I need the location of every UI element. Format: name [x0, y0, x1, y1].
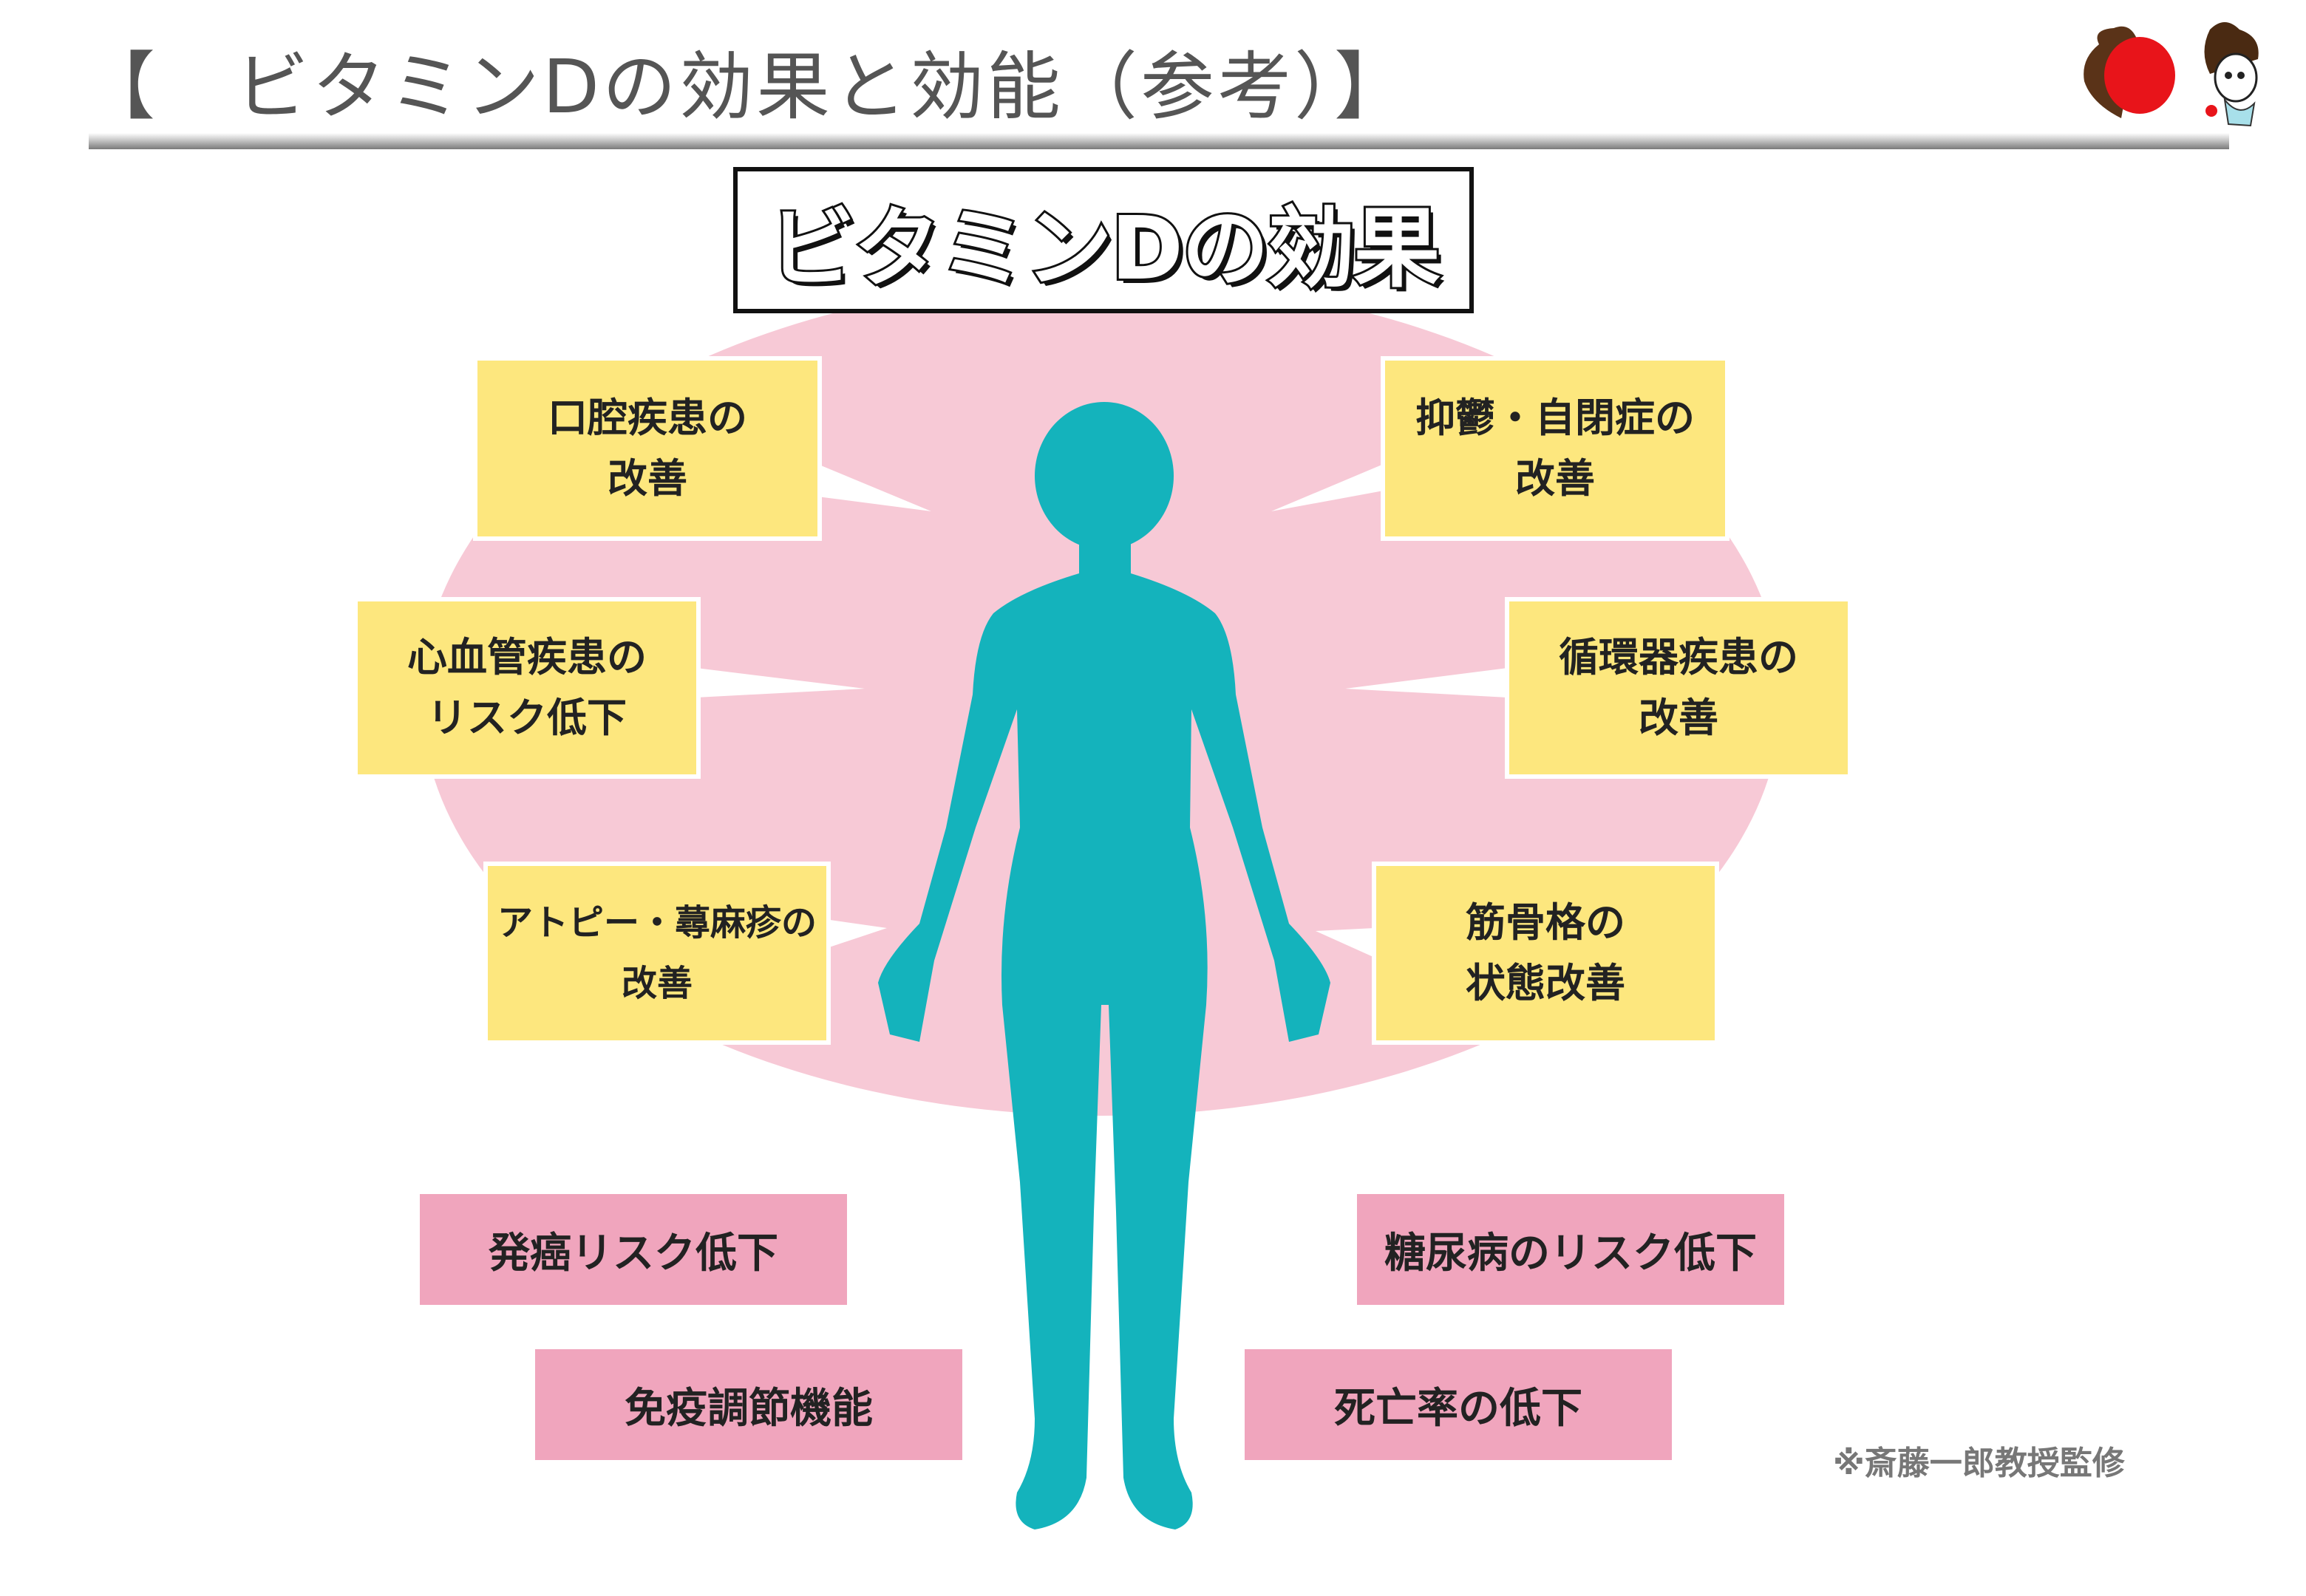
effect-line1: 筋骨格の — [1466, 899, 1625, 946]
page-title: 【 ビタミンDの効果と効能（参考）】 — [81, 44, 1412, 130]
effect-line1: 抑鬱・自閉症の — [1415, 395, 1695, 441]
benefit-immune: 免疫調節機能 — [535, 1349, 962, 1460]
effect-box-circulatory: 循環器疾患の 改善 — [1505, 597, 1852, 779]
benefit-diabetes: 糖尿病のリスク低下 — [1357, 1194, 1784, 1305]
effect-line2: 改善 — [1515, 455, 1595, 502]
benefit-mortality: 死亡率の低下 — [1245, 1349, 1672, 1460]
effect-line2: 改善 — [1639, 695, 1718, 741]
effect-line2: 改善 — [608, 455, 687, 502]
human-silhouette — [878, 402, 1330, 1530]
benefit-cancer: 発癌リスク低下 — [420, 1194, 847, 1305]
title-divider — [89, 133, 2229, 149]
supervision-note: ※斎藤一郎教授監修 — [1833, 1445, 2125, 1482]
effect-line2: 状態改善 — [1466, 960, 1625, 1006]
effect-box-atopy: アトピー・蕁麻疹の 改善 — [483, 862, 831, 1045]
effect-box-cardiovascular: 心血管疾患の リスク低下 — [353, 597, 701, 779]
effect-line1: アトピー・蕁麻疹の — [497, 902, 817, 944]
effect-line2: 改善 — [621, 963, 693, 1004]
effect-box-depression: 抑鬱・自閉症の 改善 — [1381, 356, 1730, 541]
pointer-triangles — [696, 464, 1508, 958]
red-circle-logo-icon — [2084, 26, 2175, 118]
section-heading: ビタミンDの効果 — [733, 167, 1474, 313]
effect-line1: 心血管疾患の — [407, 634, 647, 681]
effect-line1: 口腔疾患の — [548, 395, 747, 441]
effect-line1: 循環器疾患の — [1559, 634, 1798, 681]
mascot-character-icon — [2204, 22, 2259, 127]
effect-box-musculoskeletal: 筋骨格の 状態改善 — [1372, 862, 1719, 1045]
effect-box-oral: 口腔疾患の 改善 — [473, 356, 822, 541]
effect-line2: リスク低下 — [427, 695, 627, 741]
